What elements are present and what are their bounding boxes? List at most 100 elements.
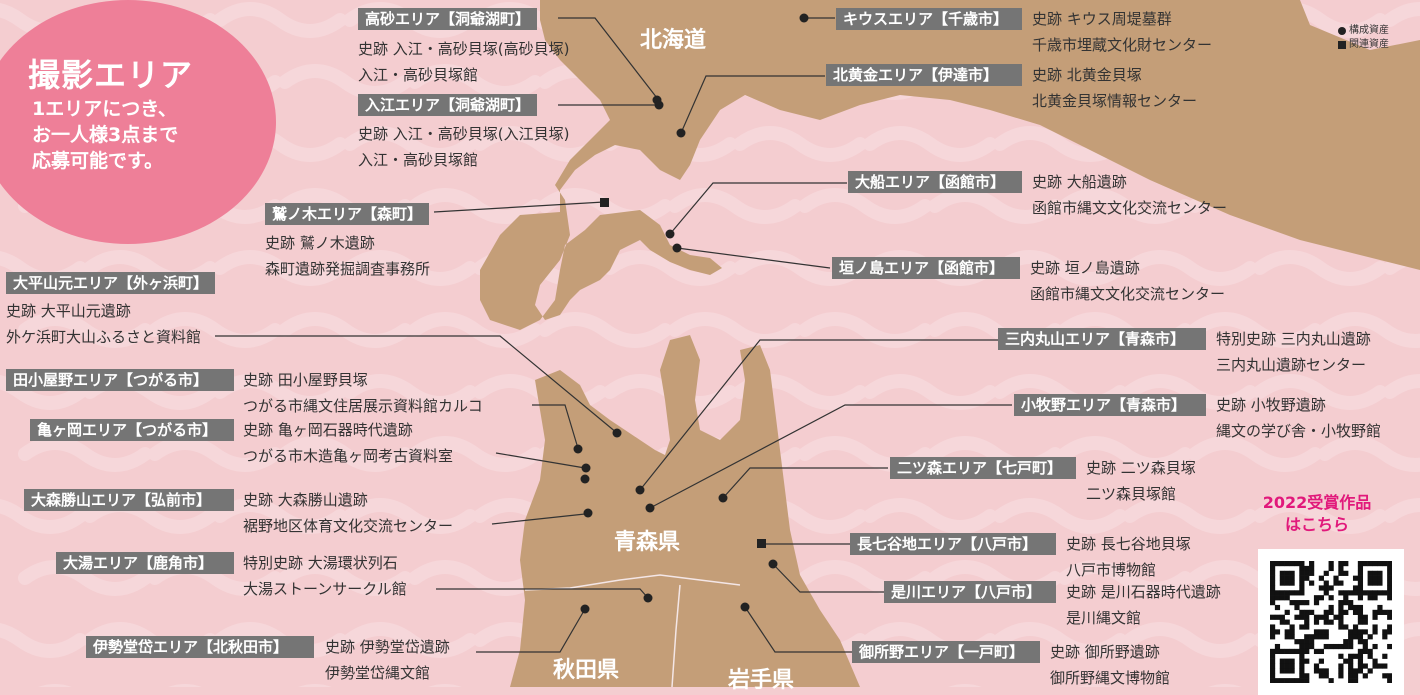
wave-stroke — [1253, 374, 1387, 410]
desc-line: 史跡 亀ヶ岡石器時代遺跡 — [243, 421, 413, 439]
qr-module — [1318, 668, 1324, 674]
wave-stroke — [0, 623, 87, 658]
area-label-takasago[interactable]: 高砂エリア【洞爺湖町】 — [358, 8, 538, 30]
wave-stroke — [343, 622, 477, 658]
region-label-hokkaido: 北海道 — [640, 28, 707, 53]
qr-module — [1377, 590, 1383, 596]
qr-module — [1372, 658, 1378, 664]
qr-module — [1309, 565, 1315, 572]
qr-code[interactable] — [1258, 549, 1404, 695]
site-marker-tagoyano — [573, 444, 583, 454]
qr-module — [1387, 673, 1393, 679]
qr-module — [1367, 575, 1373, 581]
qr-module — [1270, 634, 1276, 640]
region-label-aomori: 青森県 — [614, 530, 681, 555]
qr-module — [1362, 639, 1368, 645]
area-label-komakino[interactable]: 小牧野エリア【青森市】 — [1014, 394, 1206, 416]
qr-module — [1357, 653, 1364, 659]
area-label-oyu[interactable]: 大湯エリア【鹿角市】 — [56, 552, 234, 574]
wave-stroke — [863, 126, 997, 162]
qr-module — [1377, 604, 1383, 611]
wave-stroke — [1058, 188, 1192, 224]
wave-stroke — [863, 374, 997, 410]
qr-module — [1367, 580, 1373, 586]
area-label-omori-katsuyama[interactable]: 大森勝山エリア【弘前市】 — [24, 489, 234, 511]
qr-module — [1309, 561, 1315, 567]
legend-label: 関連資産 — [1349, 39, 1389, 50]
area-label-nagashichiyachi[interactable]: 長七谷地エリア【八戸市】 — [850, 533, 1056, 555]
qr-module — [1299, 624, 1305, 630]
qr-module — [1299, 658, 1305, 664]
qr-module — [1279, 663, 1285, 669]
hokkaido-land — [480, 0, 1420, 330]
qr-module — [1357, 580, 1364, 586]
area-label-ofune[interactable]: 大船エリア【函館市】 — [848, 171, 1022, 193]
wave-stroke — [1123, 622, 1257, 658]
site-marker-washinoki — [600, 198, 609, 207]
area-desc-kiusu: 史跡 キウス周堤墓群 千歳市埋蔵文化財センター — [1032, 6, 1212, 58]
area-label-kakinoshima[interactable]: 垣ノ島エリア【函館市】 — [832, 257, 1020, 279]
qr-module — [1387, 624, 1393, 630]
qr-module — [1338, 590, 1344, 596]
qr-module — [1357, 614, 1364, 620]
qr-module — [1323, 590, 1329, 596]
desc-line: 史跡 伊勢堂岱遺跡 — [325, 638, 450, 656]
qr-module — [1299, 585, 1305, 591]
qr-module — [1372, 629, 1378, 635]
legend-item-dot: 構成資産 — [1338, 24, 1389, 38]
area-label-kiusu[interactable]: キウスエリア【千歳市】 — [836, 8, 1022, 30]
area-label-sannaimaruyama[interactable]: 三内丸山エリア【青森市】 — [998, 328, 1206, 350]
qr-module — [1328, 643, 1334, 650]
qr-module — [1294, 604, 1300, 611]
qr-module — [1382, 561, 1388, 567]
area-label-kamegaoka[interactable]: 亀ヶ岡エリア【つがる市】 — [30, 419, 234, 441]
qr-module — [1279, 648, 1285, 655]
qr-module — [1309, 609, 1315, 615]
qr-module — [1313, 668, 1320, 674]
area-label-odaiyamamoto[interactable]: 大平山元エリア【外ヶ浜町】 — [6, 272, 216, 294]
qr-module — [1289, 634, 1295, 640]
qr-module — [1348, 634, 1354, 640]
area-label-washinoki[interactable]: 鷲ノ木エリア【森町】 — [265, 203, 430, 225]
wave-stroke — [1188, 312, 1322, 348]
desc-line: 函館市縄文文化交流センター — [1030, 285, 1226, 303]
qr-module — [1372, 561, 1378, 567]
region-label-iwate: 岩手県 — [728, 668, 795, 693]
area-desc-omori-katsuyama: 史跡 大森勝山遺跡 裾野地区体育文化交流センター — [243, 487, 453, 539]
qr-module — [1284, 580, 1290, 586]
qr-module — [1372, 575, 1378, 581]
qr-module — [1387, 590, 1393, 596]
area-label-irie[interactable]: 入江エリア【洞爺湖町】 — [358, 94, 538, 116]
qr-module — [1313, 663, 1320, 669]
area-label-futatsumori[interactable]: 二ツ森エリア【七戸町】 — [890, 457, 1076, 479]
award-link-text[interactable]: 2022受賞作品 はこちら — [1262, 493, 1372, 534]
qr-module — [1270, 590, 1276, 596]
qr-module — [1270, 561, 1276, 567]
area-desc-ofune: 史跡 大船遺跡 函館市縄文文化交流センター — [1032, 169, 1227, 221]
desc-line: 史跡 大森勝山遺跡 — [243, 491, 368, 509]
wave-stroke — [1123, 374, 1257, 410]
wave-stroke — [668, 188, 802, 224]
area-label-tagoyano[interactable]: 田小屋野エリア【つがる市】 — [6, 369, 234, 391]
site-marker-irie — [654, 100, 664, 110]
desc-line: 史跡 小牧野遺跡 — [1216, 396, 1326, 414]
area-desc-kitakogane: 史跡 北黄金貝塚 北黄金貝塚情報センター — [1032, 62, 1197, 114]
desc-line: つがる市木造亀ヶ岡考古資料室 — [243, 447, 454, 465]
qr-module — [1348, 673, 1354, 679]
wave-stroke — [1318, 436, 1420, 472]
qr-module — [1299, 673, 1305, 679]
area-label-isedotai[interactable]: 伊勢堂岱エリア【北秋田市】 — [86, 636, 314, 658]
wave-stroke — [213, 374, 347, 410]
qr-module — [1270, 673, 1276, 679]
wave-stroke — [1253, 250, 1387, 286]
area-label-goshono[interactable]: 御所野エリア【一戸町】 — [852, 641, 1040, 663]
area-label-korekawa[interactable]: 是川エリア【八戸市】 — [884, 581, 1056, 603]
qr-module — [1294, 614, 1300, 620]
qr-module — [1279, 590, 1285, 596]
qr-module — [1362, 629, 1368, 635]
wave-stroke — [213, 250, 347, 286]
qr-module — [1299, 600, 1305, 606]
qr-module — [1323, 585, 1329, 591]
area-label-kitakogane[interactable]: 北黄金エリア【伊達市】 — [826, 64, 1022, 86]
intro-body: 1エリアにつき、 お一人様3点まで 応募可能です。 — [32, 98, 179, 172]
